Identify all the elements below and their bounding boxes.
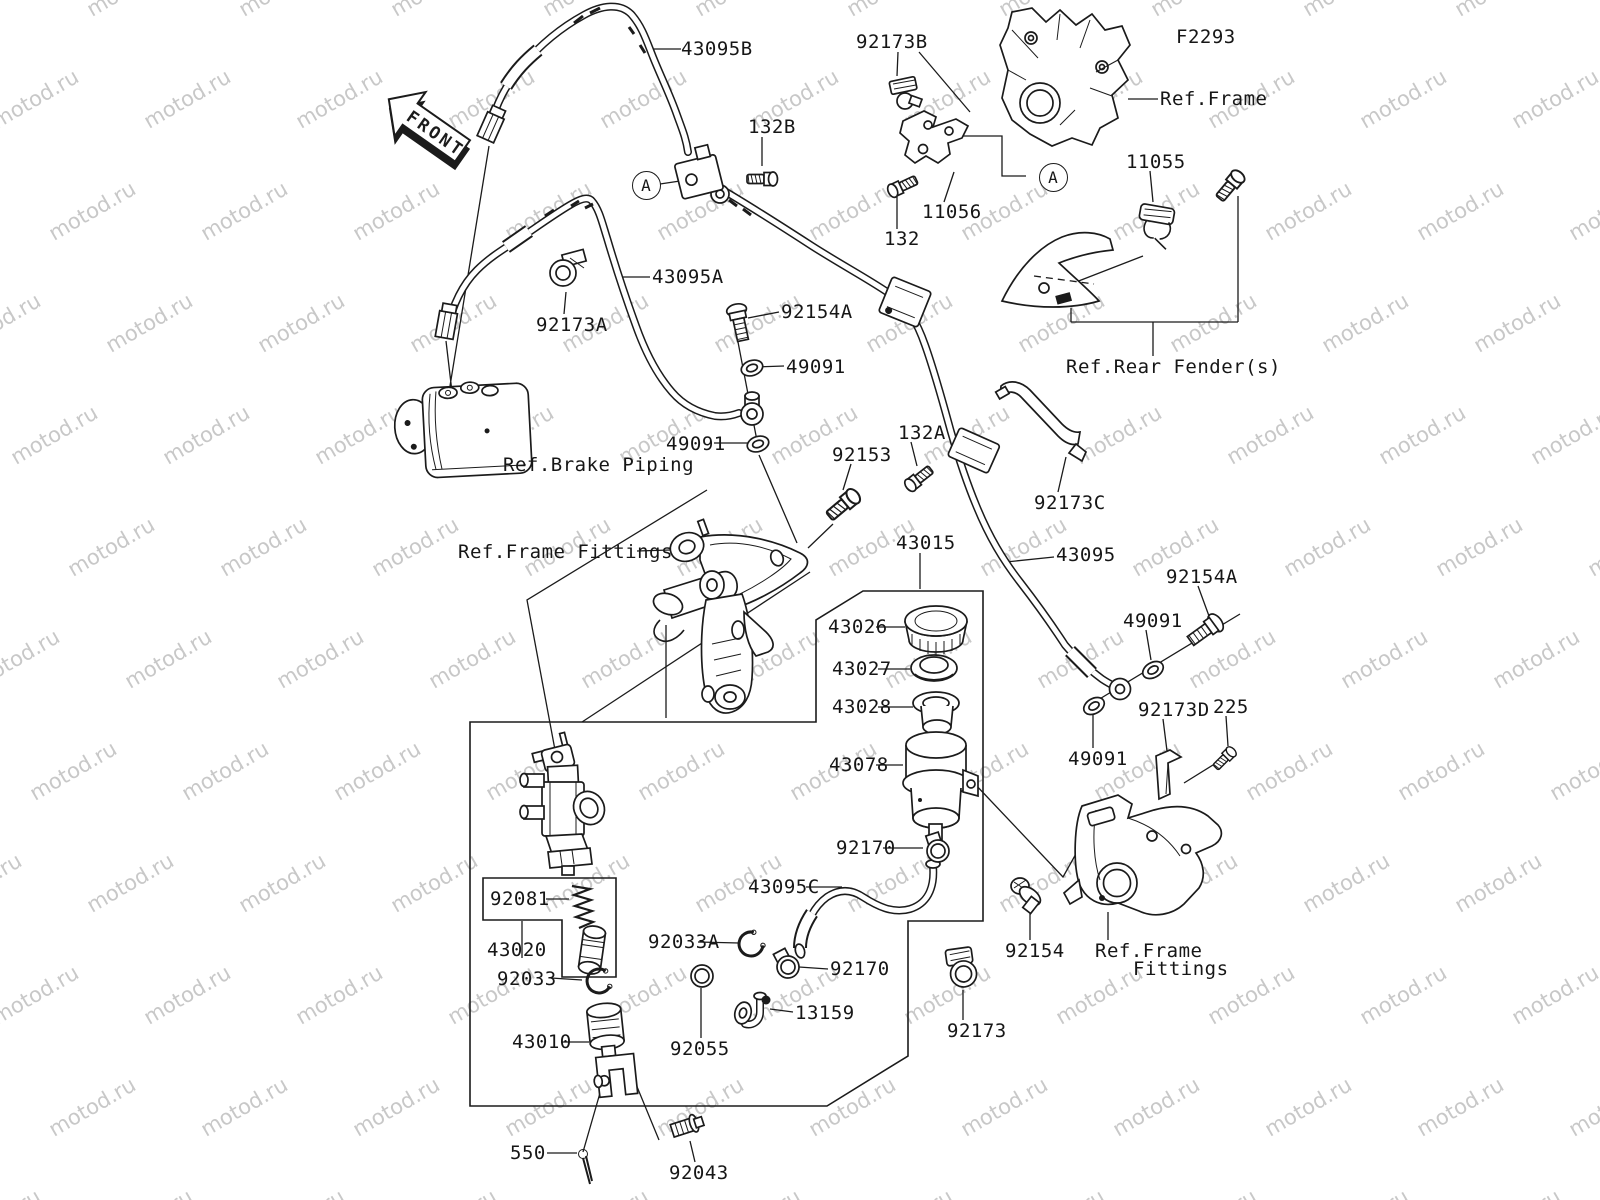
part-label-49091-12: 49091 — [666, 433, 726, 455]
part-label-92170-36: 92170 — [830, 958, 890, 980]
brake-hose-43095A — [434, 194, 764, 426]
reservoir-cap-43026 — [904, 605, 968, 655]
part-label-92173b-2: 92173B — [856, 31, 928, 53]
part-label-43095a-8: 43095A — [652, 266, 724, 288]
part-label-11056-6: 11056 — [922, 201, 982, 223]
bolt-92043 — [669, 1113, 706, 1139]
part-label-43027-22: 43027 — [832, 658, 892, 680]
part-label-92170-30: 92170 — [836, 837, 896, 859]
part-label-fittings-42: Fittings — [1133, 958, 1229, 980]
part-label-92033a-35: 92033A — [648, 931, 720, 953]
brake-hose-43095B — [475, 2, 692, 156]
part-label-550-44: 550 — [510, 1142, 546, 1164]
junction-block — [674, 143, 724, 200]
part-label-92081-32: 92081 — [490, 888, 550, 910]
detail-marker-0: A — [631, 170, 661, 200]
part-label-13159-37: 13159 — [795, 1002, 855, 1024]
bracket-11056 — [899, 110, 970, 165]
part-label-132a-13: 132A — [898, 422, 946, 444]
part-label-92173a-9: 92173A — [536, 314, 608, 336]
part-label-49091-11: 49091 — [786, 356, 846, 378]
elbow-fitting-13159 — [733, 991, 771, 1029]
part-label-132b-1: 132B — [748, 116, 796, 138]
rear-fender — [1000, 231, 1115, 308]
part-label-92173c-18: 92173C — [1034, 492, 1106, 514]
part-label-92043-45: 92043 — [669, 1162, 729, 1184]
brake-hose-43095 — [710, 182, 1132, 701]
part-label-ref-rear-fender-s--20: Ref.Rear Fender(s) — [1066, 356, 1281, 378]
master-cylinder-body — [519, 731, 606, 876]
clamp-11055 — [1138, 203, 1176, 250]
part-label-43026-21: 43026 — [828, 616, 888, 638]
part-label-11055-5: 11055 — [1126, 151, 1186, 173]
abs-unit — [393, 381, 533, 479]
part-label-92173d-27: 92173D — [1138, 699, 1210, 721]
cotter-pin-550 — [578, 1149, 593, 1185]
part-label-ref-brake-piping-15: Ref.Brake Piping — [503, 454, 695, 476]
diaphragm-plate-43027 — [910, 654, 958, 682]
part-label-92173-43: 92173 — [947, 1020, 1007, 1042]
part-label-92033-34: 92033 — [497, 968, 557, 990]
part-label-92154a-10: 92154A — [781, 301, 853, 323]
part-label-43010-39: 43010 — [512, 1031, 572, 1053]
clamp-92173B — [888, 75, 924, 110]
frame-fittings-bracket — [652, 518, 809, 714]
reservoir-hose-43095C — [793, 859, 941, 959]
o-ring-92055 — [690, 964, 714, 988]
part-label-225-28: 225 — [1213, 696, 1249, 718]
part-label-132-7: 132 — [884, 228, 920, 250]
detail-marker-1: A — [1038, 162, 1068, 192]
part-label-92055-38: 92055 — [670, 1038, 730, 1060]
part-label-43078-24: 43078 — [829, 754, 889, 776]
detail-boxes — [469, 489, 1092, 1107]
clamp-92173A — [549, 248, 588, 287]
push-rod-43010 — [585, 1002, 639, 1099]
part-label-ref-frame-fittings-16: Ref.Frame Fittings — [458, 541, 673, 563]
bracket-92173D — [1155, 749, 1183, 801]
part-label-92153-14: 92153 — [832, 444, 892, 466]
part-label-43015-17: 43015 — [896, 532, 956, 554]
part-label-43095b-0: 43095B — [681, 38, 753, 60]
clamp-92173 — [944, 946, 978, 988]
part-label-ref-frame-4: Ref.Frame — [1160, 88, 1268, 110]
part-label-92154-40: 92154 — [1005, 940, 1065, 962]
frame-f2293 — [999, 7, 1131, 147]
part-label-43095c-31: 43095C — [748, 876, 820, 898]
caliper-bracket — [1062, 794, 1223, 916]
part-label-f2293-3: F2293 — [1176, 26, 1236, 48]
bolt-92154 — [1010, 877, 1042, 915]
strap-92173C — [994, 381, 1088, 463]
part-label-92154a-25: 92154A — [1166, 566, 1238, 588]
part-label-49091-29: 49091 — [1068, 748, 1128, 770]
part-label-49091-26: 49091 — [1123, 610, 1183, 632]
leader-lines — [445, 48, 1241, 1163]
reservoir-43078 — [902, 731, 979, 846]
part-label-43095-19: 43095 — [1056, 544, 1116, 566]
part-label-ref-frame-41: Ref.Frame — [1095, 940, 1203, 962]
part-label-43028-23: 43028 — [832, 696, 892, 718]
part-label-43020-33: 43020 — [487, 939, 547, 961]
spring-92081 — [570, 884, 597, 930]
